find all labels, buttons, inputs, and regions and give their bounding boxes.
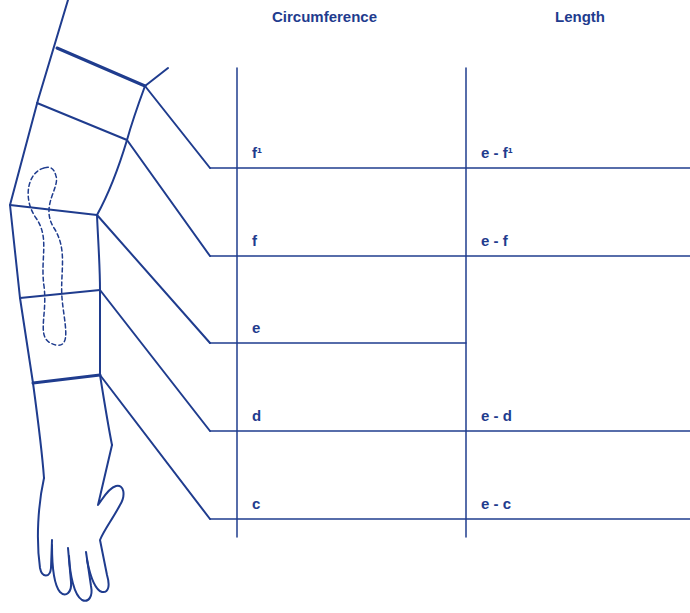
table-cell: e - f¹ <box>481 144 513 162</box>
band-line <box>37 103 127 140</box>
table-rule <box>210 342 466 344</box>
table-cell: e - c <box>481 495 511 513</box>
table-cell: f¹ <box>252 144 262 162</box>
table-cell: c <box>252 495 260 513</box>
table-rule <box>210 518 690 520</box>
hand-outline <box>69 552 92 601</box>
elbow-region <box>28 167 66 345</box>
table-cell: e - d <box>481 407 512 425</box>
column-header: Circumference <box>272 8 377 26</box>
leader-line <box>100 375 210 519</box>
table-rule <box>210 430 690 432</box>
band-line <box>10 205 97 215</box>
table-cell: e - f <box>481 232 508 250</box>
table-rule <box>210 255 690 257</box>
band-line <box>33 375 100 383</box>
band-line <box>20 290 100 298</box>
table-cell: f <box>252 232 257 250</box>
band-line <box>57 48 145 86</box>
leader-line <box>97 215 210 343</box>
leader-line <box>127 140 210 256</box>
arm-outline <box>10 0 68 478</box>
leader-line <box>145 86 210 168</box>
table-rule <box>210 167 690 169</box>
hand-outline <box>87 445 123 592</box>
hand-outline <box>38 478 52 576</box>
leader-line <box>100 290 210 431</box>
table-rule <box>465 68 467 537</box>
hand-outline <box>52 545 71 594</box>
table-rule <box>236 68 238 537</box>
column-header: Length <box>555 8 605 26</box>
table-cell: e <box>252 319 260 337</box>
table-cell: d <box>252 407 261 425</box>
